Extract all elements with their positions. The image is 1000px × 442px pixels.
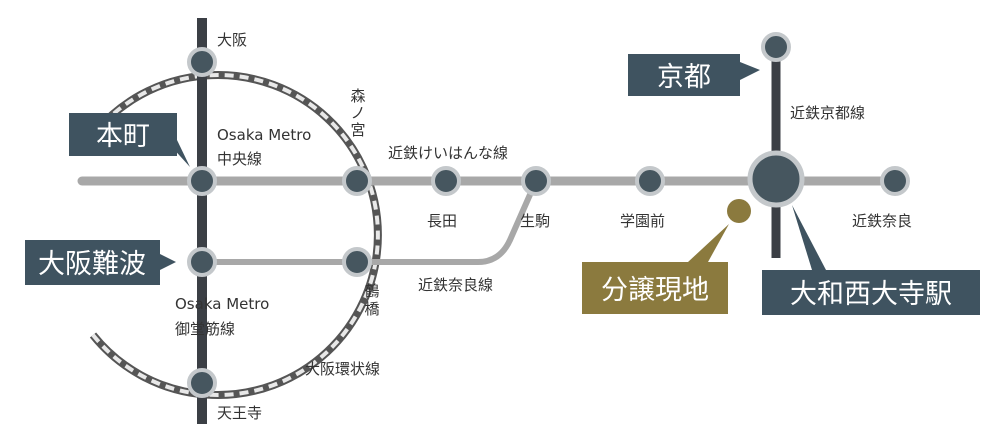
callout-honmachi: 本町 <box>69 113 190 167</box>
svg-text:森: 森 <box>350 87 365 105</box>
station-namba <box>187 247 217 277</box>
label-nagata: 長田 <box>427 212 457 230</box>
station-yamato-saidaiji <box>747 150 805 208</box>
station-gakuenmae <box>635 166 665 196</box>
svg-text:京都: 京都 <box>657 62 711 93</box>
label-ikoma: 生駒 <box>520 212 550 230</box>
kintetsu-nara-line-west <box>202 179 539 265</box>
station-kintetsu-nara <box>880 166 910 196</box>
label-osaka: 大阪 <box>217 31 247 49</box>
svg-text:本町: 本町 <box>96 121 150 152</box>
svg-text:鶴: 鶴 <box>364 282 379 300</box>
svg-text:宮: 宮 <box>350 121 365 139</box>
label-midosuji-line-2: 御堂筋線 <box>175 320 235 338</box>
station-tsuruhashi <box>342 247 372 277</box>
svg-text:分譲現地: 分譲現地 <box>601 275 709 306</box>
svg-text:大阪難波: 大阪難波 <box>38 249 146 280</box>
label-chuo-line-1: Osaka Metro <box>217 126 311 144</box>
station-honmachi <box>187 166 217 196</box>
callout-yamato-saidaiji: 大和西大寺駅 <box>762 205 980 315</box>
svg-text:大和西大寺駅: 大和西大寺駅 <box>790 279 952 310</box>
label-keihanna-line: 近鉄けいはんな線 <box>388 144 508 162</box>
callout-namba: 大阪難波 <box>25 240 176 285</box>
label-loop-line: 大阪環状線 <box>305 360 380 378</box>
label-tennoji: 天王寺 <box>217 404 262 422</box>
svg-text:ノ: ノ <box>350 104 365 122</box>
label-midosuji-line-1: Osaka Metro <box>175 295 269 313</box>
svg-text:橋: 橋 <box>364 300 379 318</box>
label-nara-line: 近鉄奈良線 <box>418 276 493 294</box>
station-osaka <box>187 47 217 77</box>
callout-site: 分譲現地 <box>582 262 728 314</box>
label-chuo-line-2: 中央線 <box>217 150 262 168</box>
label-kintetsu-nara: 近鉄奈良 <box>852 212 912 230</box>
site-pointer <box>688 224 729 262</box>
station-kyoto <box>761 32 791 62</box>
label-kyoto-line: 近鉄京都線 <box>790 104 865 122</box>
station-ikoma <box>521 166 551 196</box>
label-tsuruhashi: 鶴 橋 <box>364 282 379 318</box>
station-morinomiya <box>342 166 372 196</box>
station-tennoji <box>187 368 217 398</box>
site-marker <box>727 199 751 223</box>
label-gakuenmae: 学園前 <box>620 212 665 230</box>
label-morinomiya: 森 ノ 宮 <box>350 87 365 139</box>
station-nagata <box>431 166 461 196</box>
callout-kyoto: 京都 <box>628 54 760 96</box>
